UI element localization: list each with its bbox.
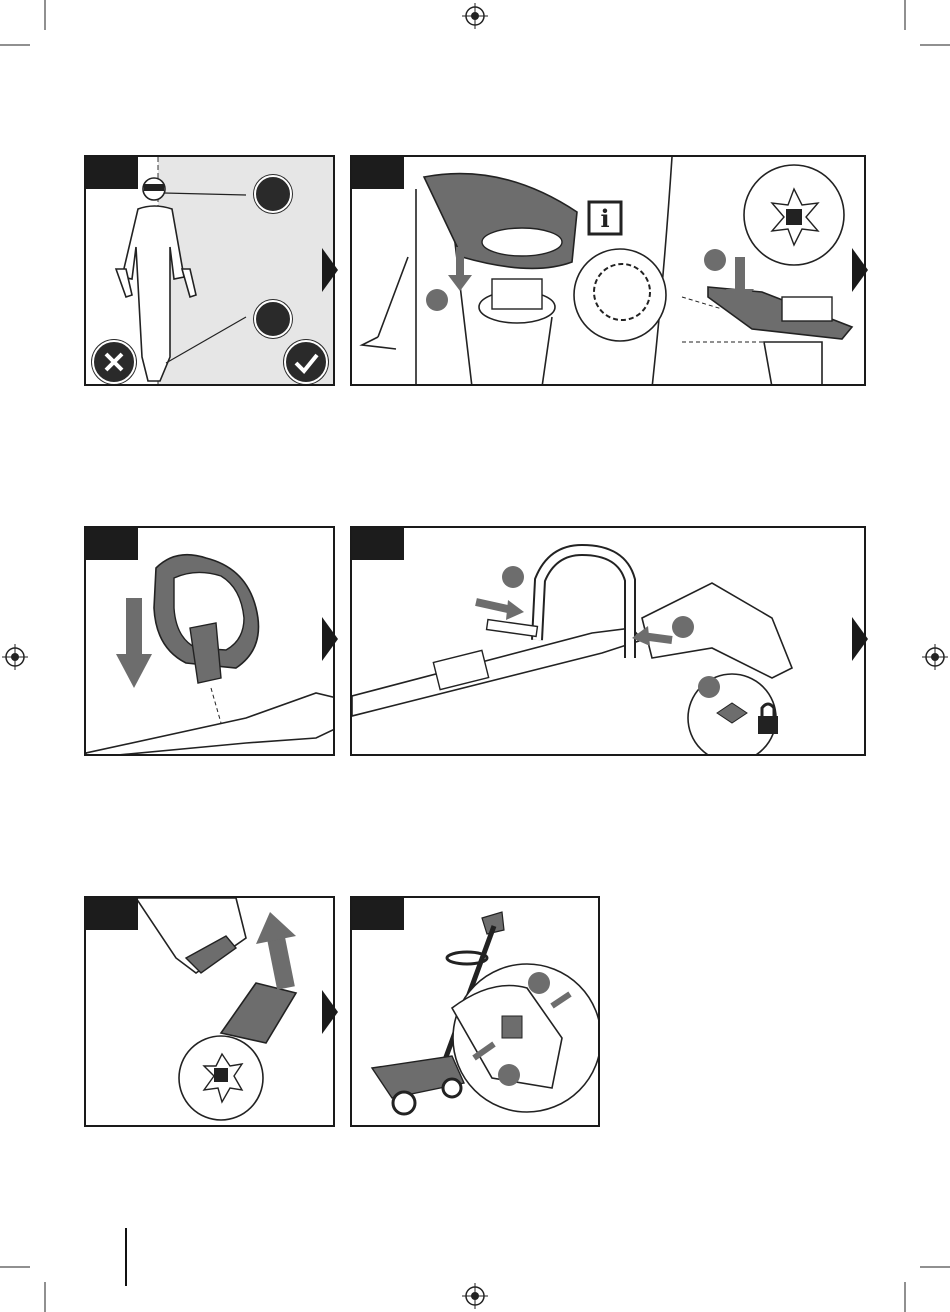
registration-mark-bottom <box>462 1283 488 1309</box>
step-number-1 <box>502 566 524 588</box>
step-number-1 <box>426 289 448 311</box>
cross-icon <box>92 340 136 384</box>
panel-battery-insert <box>84 896 335 1127</box>
battery-icon <box>708 287 852 386</box>
safety-boots-icon <box>254 300 292 338</box>
panel-handle <box>84 526 335 756</box>
registration-mark-left <box>2 644 28 670</box>
up-arrow-icon <box>276 938 286 988</box>
handle-icon <box>86 528 335 756</box>
lock-icon <box>758 716 778 734</box>
info-label: i <box>600 204 609 233</box>
next-step-arrow-1 <box>322 248 338 292</box>
detail-zoom-icon <box>574 249 666 341</box>
step-tab-5 <box>86 898 138 930</box>
step-number-1 <box>528 972 550 994</box>
step-tab-2 <box>352 157 404 189</box>
step-tab-4 <box>352 528 404 560</box>
next-step-arrow-4 <box>852 617 868 661</box>
step-number-2 <box>704 249 726 271</box>
registration-mark-right <box>922 644 948 670</box>
step-tab-6 <box>352 898 404 930</box>
bolt-icon <box>487 620 538 637</box>
step-number-2 <box>672 616 694 638</box>
step-tab-3 <box>86 528 138 560</box>
panel-handle-assembly <box>350 526 866 756</box>
step-tab-1 <box>86 157 138 189</box>
check-icon <box>284 340 328 384</box>
step-number-2 <box>498 1064 520 1086</box>
panel-mower <box>350 896 600 1127</box>
panel-ppe <box>84 155 335 386</box>
next-step-arrow-5 <box>322 990 338 1034</box>
registration-mark-top <box>462 3 488 29</box>
step-number-3 <box>698 676 720 698</box>
next-step-arrow-3 <box>322 617 338 661</box>
next-step-arrow-2 <box>852 248 868 292</box>
mower-icon <box>352 898 600 1127</box>
battery-insert-icon <box>86 898 335 1127</box>
safety-glasses-icon <box>254 175 292 213</box>
panel-guard: i <box>350 155 866 386</box>
handle-assembly-icon <box>352 528 866 756</box>
